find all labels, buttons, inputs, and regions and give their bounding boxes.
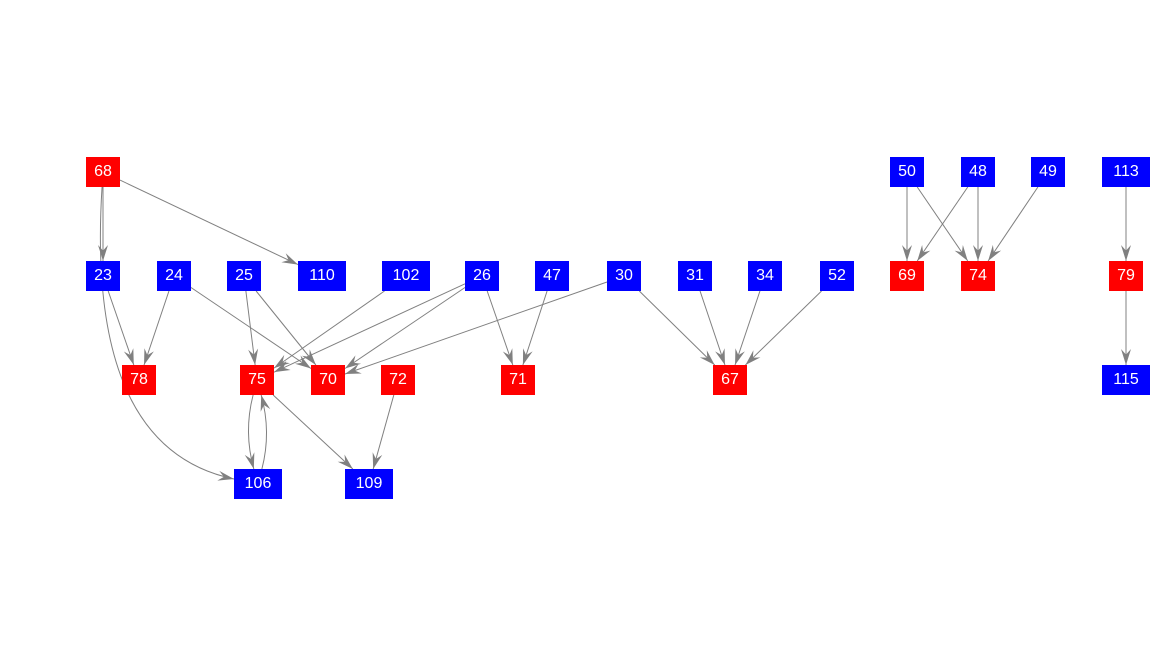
edge-48-69 xyxy=(916,186,969,262)
arrowhead-icon xyxy=(372,452,383,469)
arrowhead-icon xyxy=(301,349,316,365)
arrowhead-icon xyxy=(522,348,533,365)
edge-25-75 xyxy=(245,290,256,366)
node-69[interactable]: 69 xyxy=(890,261,924,291)
node-75[interactable]: 75 xyxy=(240,365,274,395)
node-113[interactable]: 113 xyxy=(1102,157,1150,187)
arrowhead-icon xyxy=(345,364,362,375)
arrowhead-icon xyxy=(988,244,1002,261)
node-34[interactable]: 34 xyxy=(748,261,782,291)
arrowhead-icon xyxy=(260,395,271,412)
node-102[interactable]: 102 xyxy=(382,261,430,291)
arrowhead-icon xyxy=(1121,349,1131,365)
arrowhead-icon xyxy=(502,348,513,365)
arrowhead-icon xyxy=(699,350,715,365)
node-47[interactable]: 47 xyxy=(535,261,569,291)
node-68[interactable]: 68 xyxy=(86,157,120,187)
node-79[interactable]: 79 xyxy=(1109,261,1143,291)
arrowhead-icon xyxy=(294,355,311,369)
edge-49-74 xyxy=(987,186,1039,262)
edge-72-109 xyxy=(372,394,395,470)
edge-30-70 xyxy=(344,281,608,375)
edge-23-78 xyxy=(107,290,135,366)
node-67[interactable]: 67 xyxy=(713,365,747,395)
arrowhead-icon xyxy=(144,348,154,365)
node-52[interactable]: 52 xyxy=(820,261,854,291)
node-106[interactable]: 106 xyxy=(234,469,282,499)
node-48[interactable]: 48 xyxy=(961,157,995,187)
node-49[interactable]: 49 xyxy=(1031,157,1065,187)
arrowhead-icon xyxy=(123,348,134,365)
arrowhead-icon xyxy=(735,348,745,365)
edge-47-71 xyxy=(522,290,548,366)
node-24[interactable]: 24 xyxy=(157,261,191,291)
node-115[interactable]: 115 xyxy=(1102,365,1150,395)
arrowhead-icon xyxy=(274,354,290,369)
edge-26-75 xyxy=(273,283,466,373)
edge-102-75 xyxy=(273,290,385,369)
edge-25-70 xyxy=(255,290,317,366)
arrowhead-icon xyxy=(337,454,353,469)
edge-75-109 xyxy=(272,394,354,470)
edge-24-78 xyxy=(143,290,170,366)
edge-26-70 xyxy=(344,287,466,369)
node-50[interactable]: 50 xyxy=(890,157,924,187)
node-25[interactable]: 25 xyxy=(227,261,261,291)
node-26[interactable]: 26 xyxy=(465,261,499,291)
arrowhead-icon xyxy=(917,244,931,261)
node-23[interactable]: 23 xyxy=(86,261,120,291)
arrowhead-icon xyxy=(715,348,725,365)
node-72[interactable]: 72 xyxy=(381,365,415,395)
edge-68-110 xyxy=(119,179,299,266)
arrowhead-icon xyxy=(345,355,362,369)
arrowhead-icon xyxy=(281,253,298,265)
node-110[interactable]: 110 xyxy=(298,261,346,291)
arrowhead-icon xyxy=(217,470,234,481)
edge-31-67 xyxy=(699,290,726,366)
arrowhead-icon xyxy=(973,245,983,261)
node-109[interactable]: 109 xyxy=(345,469,393,499)
node-70[interactable]: 70 xyxy=(311,365,345,395)
edge-68-106 xyxy=(99,186,235,480)
arrowhead-icon xyxy=(244,452,255,469)
node-31[interactable]: 31 xyxy=(678,261,712,291)
arrowhead-icon xyxy=(745,350,761,365)
arrowhead-icon xyxy=(274,360,291,373)
arrowhead-icon xyxy=(954,244,968,261)
arrowhead-icon xyxy=(1121,245,1131,261)
arrowhead-icon xyxy=(902,245,912,261)
edge-26-71 xyxy=(486,290,514,366)
node-30[interactable]: 30 xyxy=(607,261,641,291)
node-71[interactable]: 71 xyxy=(501,365,535,395)
edge-34-67 xyxy=(734,290,761,366)
edge-30-67 xyxy=(638,290,716,366)
arrowhead-icon xyxy=(248,348,259,365)
node-74[interactable]: 74 xyxy=(961,261,995,291)
edge-52-67 xyxy=(745,290,822,366)
node-78[interactable]: 78 xyxy=(122,365,156,395)
